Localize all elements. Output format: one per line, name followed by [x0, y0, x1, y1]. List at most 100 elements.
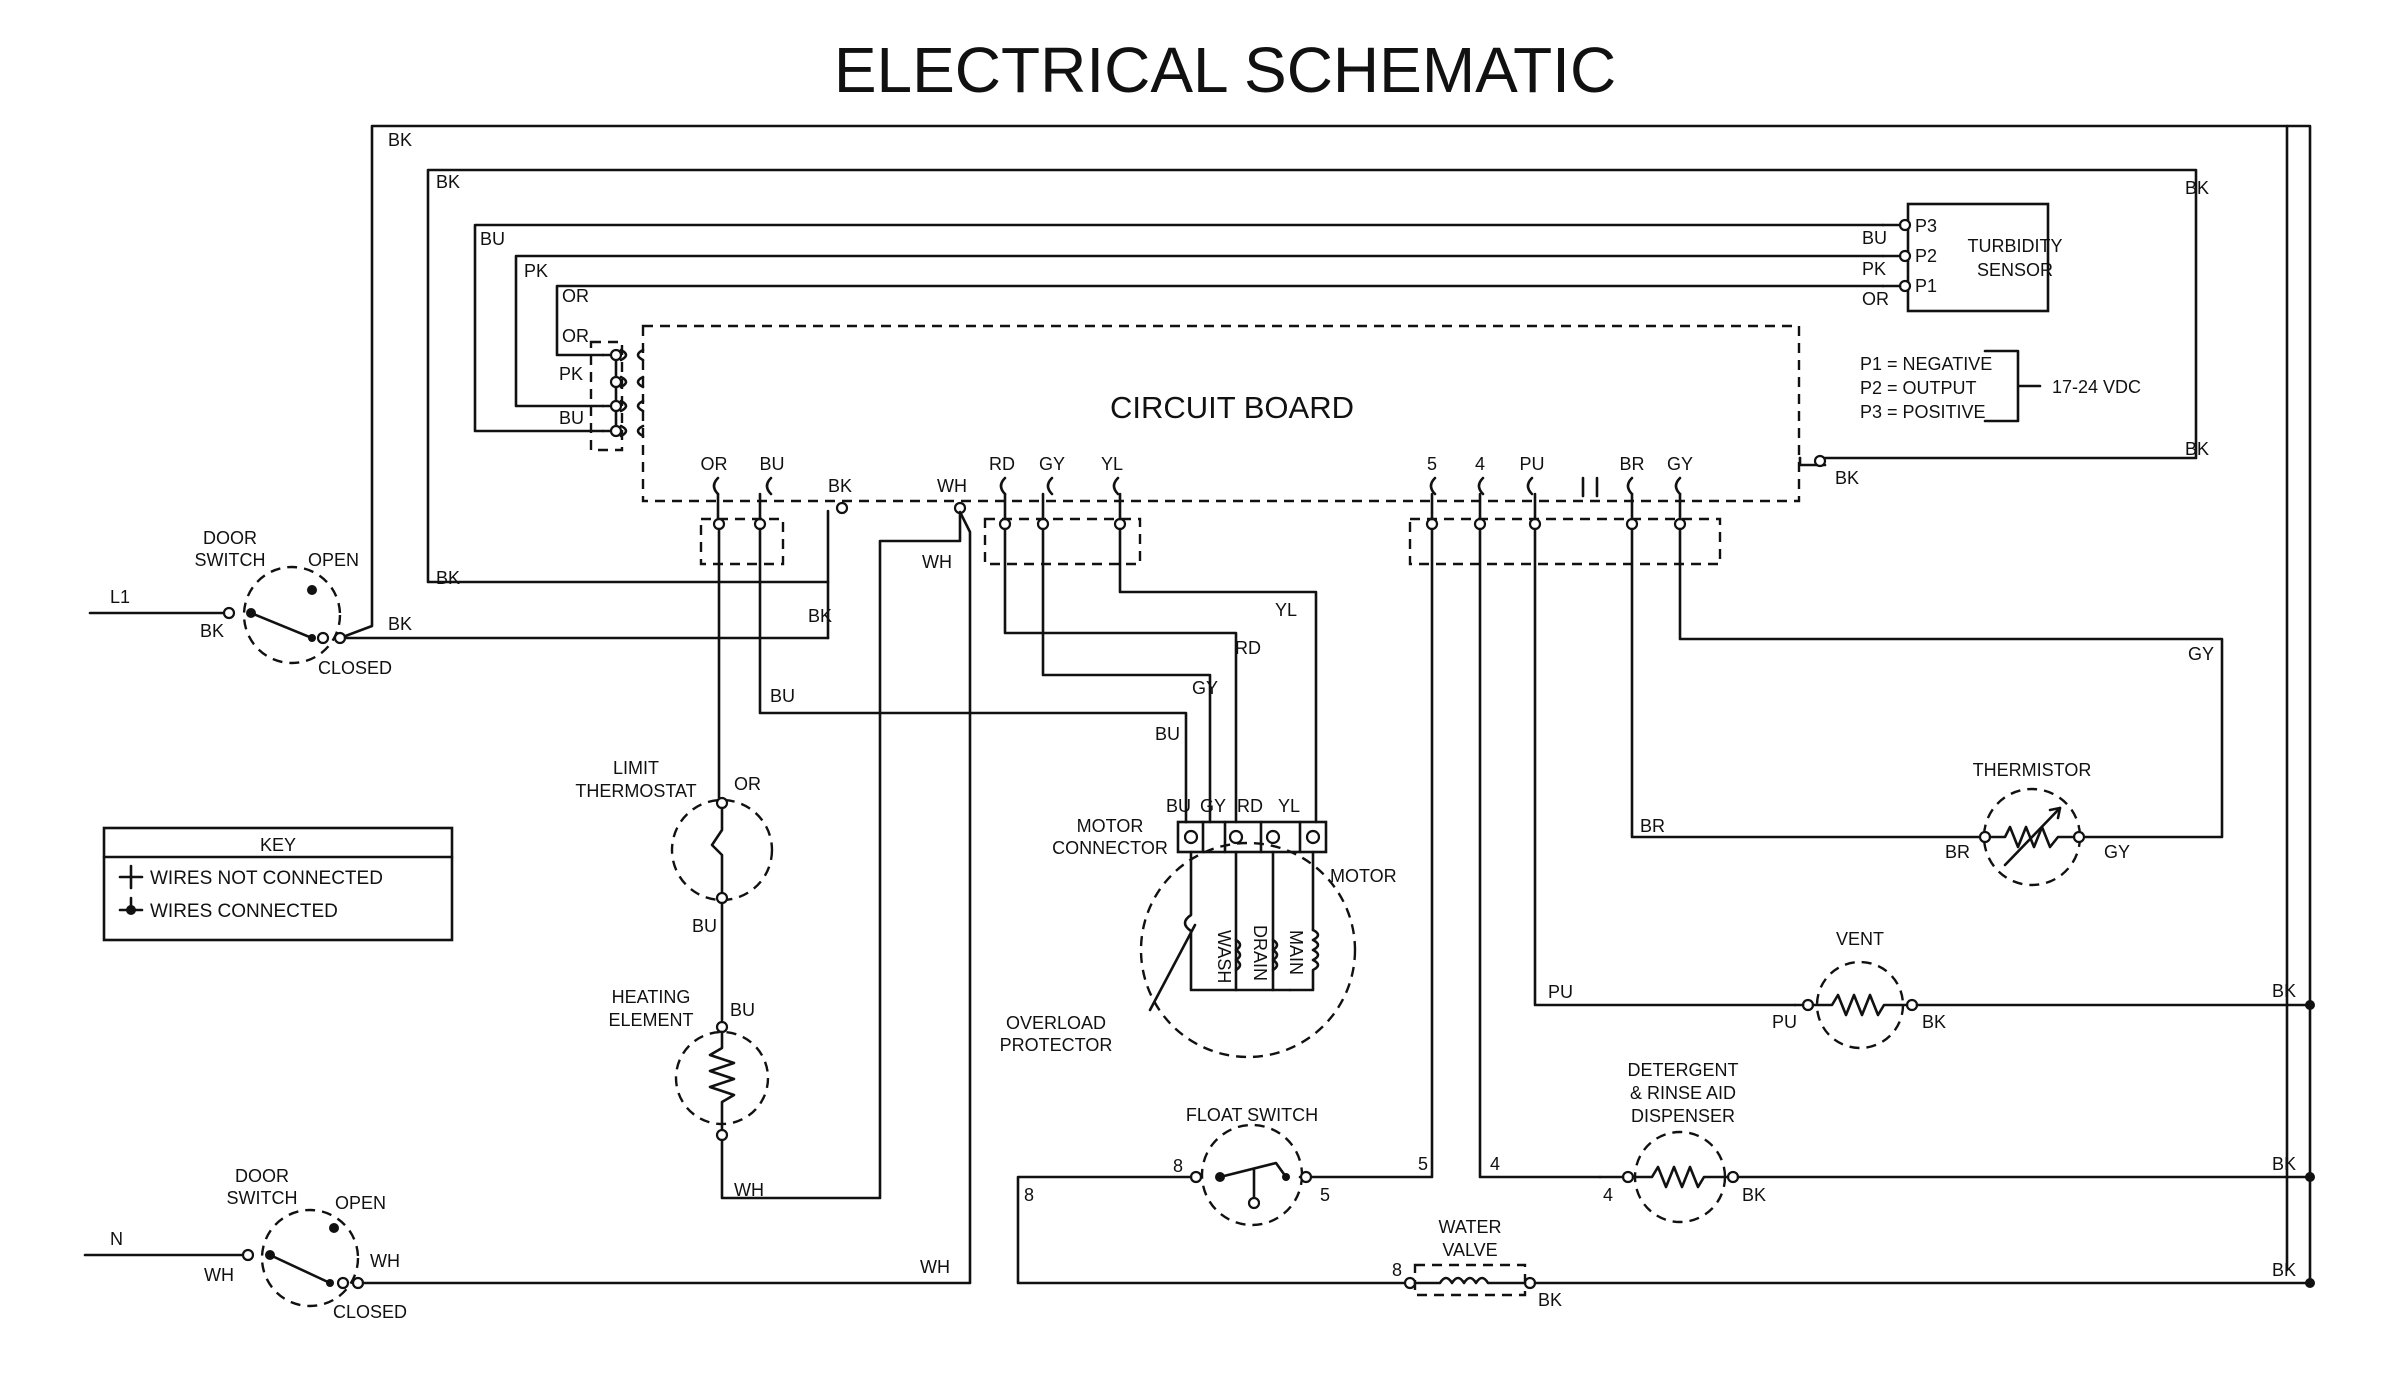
- sensor-pin-p1: P1: [1915, 276, 1937, 296]
- svg-text:BU: BU: [759, 454, 784, 474]
- svg-text:P2 = OUTPUT: P2 = OUTPUT: [1860, 378, 1977, 398]
- svg-text:P1 = NEGATIVE: P1 = NEGATIVE: [1860, 354, 1992, 374]
- wire-label-wh-n-out: WH: [370, 1251, 400, 1271]
- valve-8: 8: [1392, 1260, 1402, 1280]
- door-switch-l1: [88, 565, 830, 665]
- page-title: ELECTRICAL SCHEMATIC: [834, 34, 1616, 106]
- door-switch-l1-label-2: SWITCH: [195, 550, 266, 570]
- svg-text:BR: BR: [1619, 454, 1644, 474]
- svg-text:GY: GY: [1667, 454, 1693, 474]
- wire-label-bu-thermostat: BU: [692, 916, 717, 936]
- sensor-label-1: TURBIDITY: [1967, 236, 2062, 256]
- heating-element-label-1: HEATING: [612, 987, 691, 1007]
- float-8: 8: [1173, 1156, 1183, 1176]
- wire-label-pk-top: PK: [524, 261, 548, 281]
- sensor-label-2: SENSOR: [1977, 260, 2053, 280]
- door-switch-n: [83, 510, 972, 1308]
- thermistor-label: THERMISTOR: [1973, 760, 2092, 780]
- vent: [1793, 960, 2312, 1050]
- door-switch-l1-closed: CLOSED: [318, 658, 392, 678]
- motor-connector-label-2: CONNECTOR: [1052, 838, 1168, 858]
- load-connector: [1408, 517, 1722, 566]
- door-switch-l1-label-1: DOOR: [203, 528, 257, 548]
- right-loads: [1298, 527, 2224, 1179]
- detergent-label-3: DISPENSER: [1631, 1106, 1735, 1126]
- sensor-legend: P1 = NEGATIVE P2 = OUTPUT P3 = POSITIVE …: [1860, 349, 2141, 423]
- wire-label-5: 5: [1418, 1154, 1428, 1174]
- wire-label-wh-n: WH: [204, 1265, 234, 1285]
- float-5: 5: [1320, 1185, 1330, 1205]
- wire-label-bu-motor-2: BU: [1155, 724, 1180, 744]
- door-switch-l1-open: OPEN: [308, 550, 359, 570]
- svg-text:WH: WH: [937, 476, 967, 496]
- winding-wash: WASH: [1214, 930, 1234, 983]
- wire-label-yl: YL: [1275, 600, 1297, 620]
- sensor-connector: [589, 340, 624, 452]
- wire-label-4: 4: [1490, 1154, 1500, 1174]
- key-title: KEY: [260, 835, 296, 855]
- turbidity-pins: [1881, 218, 1912, 293]
- sensor-voltage: 17-24 VDC: [2052, 377, 2141, 397]
- motor-label: MOTOR: [1330, 866, 1397, 886]
- wire-label-bk-inner: BK: [436, 172, 460, 192]
- sensor-connector-pins: [609, 348, 645, 438]
- circuit-board-outline: [641, 324, 1801, 503]
- heater-circuit: [670, 511, 1188, 1200]
- line-l1: L1: [110, 587, 130, 607]
- wire-label-gy-right: GY: [2188, 644, 2214, 664]
- svg-text:4: 4: [1475, 454, 1485, 474]
- wire-label-bu-heater: BU: [730, 1000, 755, 1020]
- svg-text:5: 5: [1427, 454, 1437, 474]
- key-connected: WIRES CONNECTED: [150, 901, 338, 922]
- motor-connector-yl: YL: [1278, 796, 1300, 816]
- svg-text:PU: PU: [1519, 454, 1544, 474]
- detergent-dispenser: [1598, 1130, 2312, 1224]
- svg-text:OR: OR: [701, 454, 728, 474]
- sensor-pin-p3: P3: [1915, 216, 1937, 236]
- detergent-label-2: & RINSE AID: [1630, 1083, 1736, 1103]
- wire-label-bk-right-top: BK: [2185, 178, 2209, 198]
- wire-label-pk: PK: [559, 364, 583, 384]
- thermistor: [1978, 787, 2086, 887]
- wire-label-bk-board: BK: [1835, 468, 1859, 488]
- wire-label-bu-sensor: BU: [1862, 228, 1887, 248]
- winding-main: MAIN: [1286, 930, 1306, 975]
- motor-connector-label-1: MOTOR: [1077, 816, 1144, 836]
- svg-text:BK: BK: [828, 476, 852, 496]
- water-valve: [1403, 1263, 2312, 1297]
- detergent-label-1: DETERGENT: [1627, 1060, 1738, 1080]
- limit-thermostat-label-1: LIMIT: [613, 758, 659, 778]
- wire-label-rd: RD: [1235, 638, 1261, 658]
- wire-label-bu-top: BU: [480, 229, 505, 249]
- wire-label-bk-right: BK: [2185, 439, 2209, 459]
- wire-label-pk-sensor: PK: [1862, 259, 1886, 279]
- motor-connector-gy: GY: [1200, 796, 1226, 816]
- circuit-board-label: CIRCUIT BOARD: [1110, 390, 1354, 425]
- wire-label-bk-vent: BK: [2272, 981, 2296, 1001]
- motor: [1139, 820, 1357, 1059]
- right-rail-junctions: [2285, 124, 2315, 1288]
- overload-label-2: PROTECTOR: [1000, 1035, 1113, 1055]
- water-valve-label-2: VALVE: [1442, 1240, 1497, 1260]
- valve-bk: BK: [1538, 1290, 1562, 1310]
- vent-bk: BK: [1922, 1012, 1946, 1032]
- overload-label-1: OVERLOAD: [1006, 1013, 1106, 1033]
- wire-label-pu: PU: [1548, 982, 1573, 1002]
- vent-label: VENT: [1836, 929, 1884, 949]
- thermistor-gy: GY: [2104, 842, 2130, 862]
- detergent-bk: BK: [1742, 1185, 1766, 1205]
- winding-drain: DRAIN: [1250, 925, 1270, 981]
- float-switch: [1016, 1123, 1412, 1285]
- top-harness-wires: [338, 124, 2289, 1272]
- vent-pu: PU: [1772, 1012, 1797, 1032]
- motor-connector-rd: RD: [1237, 796, 1263, 816]
- water-valve-label-1: WATER: [1439, 1217, 1502, 1237]
- svg-text:RD: RD: [989, 454, 1015, 474]
- wire-label-wh-heater: WH: [734, 1180, 764, 1200]
- door-switch-n-label-1: DOOR: [235, 1166, 289, 1186]
- limit-thermostat-label-2: THERMOSTAT: [575, 781, 696, 801]
- wire-label-or-2: OR: [562, 326, 589, 346]
- board-pin-labels: OR BU BK WH RD GY YL 5 4 PU BR GY: [701, 454, 1694, 496]
- sensor-pin-p2: P2: [1915, 246, 1937, 266]
